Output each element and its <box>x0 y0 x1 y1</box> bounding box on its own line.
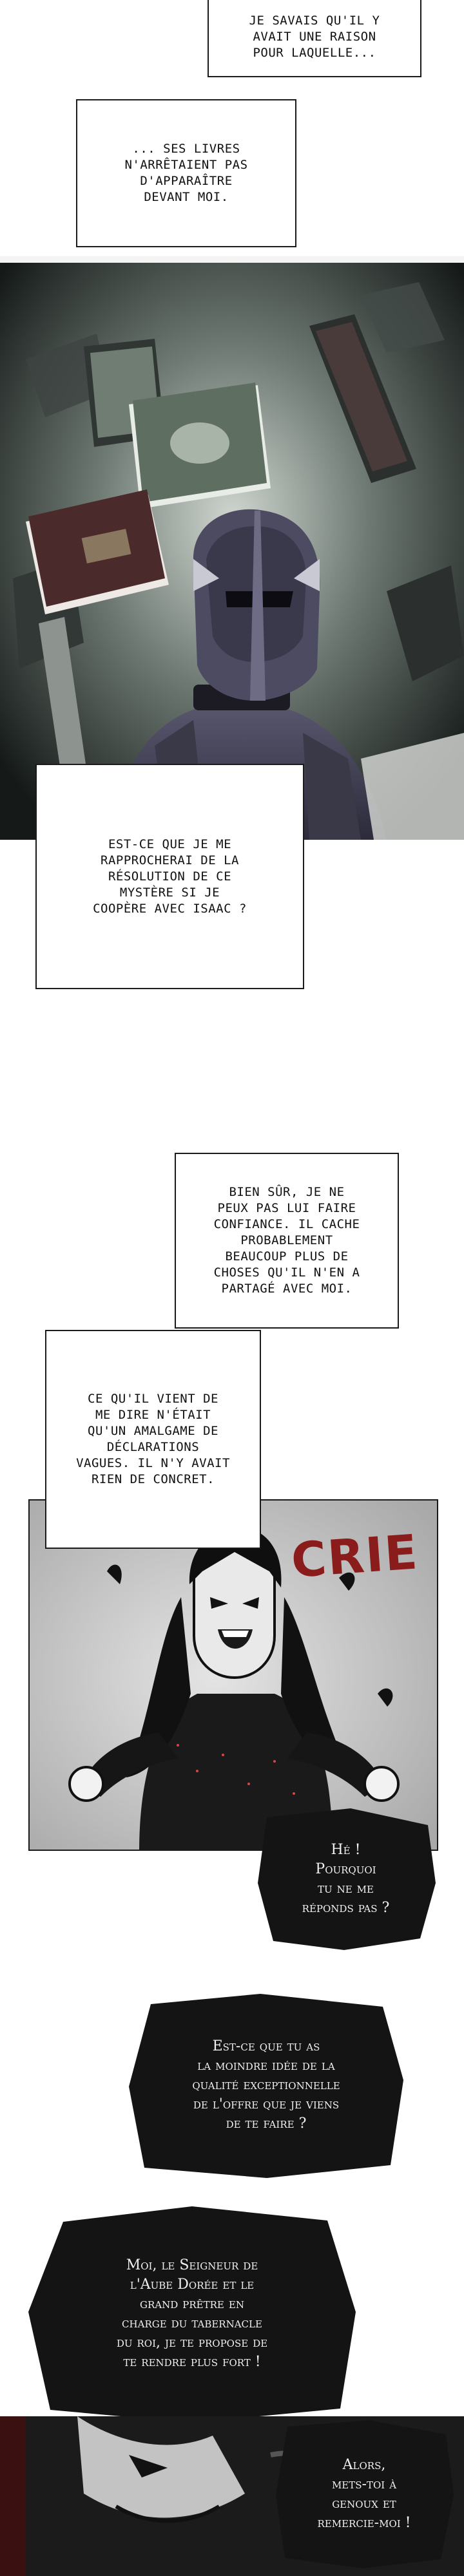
speech-bubble-1-text: Hé ! Pourquoi tu ne me réponds pas ? <box>302 1842 390 1916</box>
speech-bubble-2: Est-ce que tu as la moindre idée de la q… <box>125 1990 407 2181</box>
caption-text-2: ... SES LIVRES N'ARRÊTAIENT PAS D'APPARA… <box>124 142 248 204</box>
panel-scream: CRIE <box>28 1499 438 1851</box>
caption-box-5: CE QU'IL VIENT DE ME DIRE N'ÉTAIT QU'UN … <box>45 1330 261 1549</box>
caption-text-1: JE SAVAIS QU'IL Y AVAIT UNE RAISON POUR … <box>249 13 380 60</box>
speech-bubble-3: Moi, le Seigneur de l'Aube Dorée et le g… <box>24 2202 360 2425</box>
caption-text-5: CE QU'IL VIENT DE ME DIRE N'ÉTAIT QU'UN … <box>76 1392 230 1486</box>
caption-box-1: JE SAVAIS QU'IL Y AVAIT UNE RAISON POUR … <box>208 0 421 77</box>
scream-illustration <box>30 1501 437 1850</box>
caption-box-3: EST-CE QUE JE ME RAPPROCHERAI DE LA RÉSO… <box>35 764 304 989</box>
caption-text-4: BIEN SÛR, JE NE PEUX PAS LUI FAIRE CONFI… <box>213 1185 360 1296</box>
caption-text-3: EST-CE QUE JE ME RAPPROCHERAI DE LA RÉSO… <box>93 837 247 916</box>
speech-bubble-2-text: Est-ce que tu as la moindre idée de la q… <box>192 2038 340 2132</box>
speech-bubble-4: Alors, mets-toi à genoux et remercie-moi… <box>272 2418 456 2571</box>
speech-bubble-4-text: Alors, mets-toi à genoux et remercie-moi… <box>317 2457 411 2531</box>
caption-box-4: BIEN SÛR, JE NE PEUX PAS LUI FAIRE CONFI… <box>175 1153 399 1329</box>
knight-books-illustration <box>0 256 464 840</box>
sfx-scream: CRIE <box>289 1524 421 1589</box>
panel-knight-books <box>0 256 464 840</box>
caption-box-2: ... SES LIVRES N'ARRÊTAIENT PAS D'APPARA… <box>76 99 296 247</box>
speech-bubble-3-text: Moi, le Seigneur de l'Aube Dorée et le g… <box>116 2257 268 2370</box>
speech-bubble-1: Hé ! Pourquoi tu ne me réponds pas ? <box>254 1806 438 1953</box>
